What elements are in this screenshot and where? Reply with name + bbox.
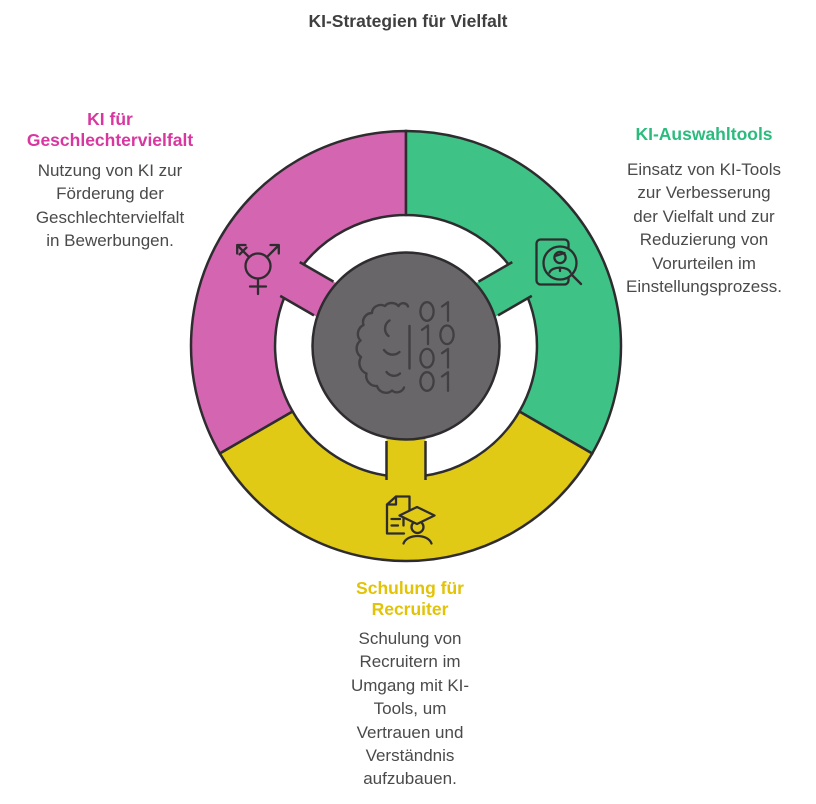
segment-heading-recruiter-training: Schulung für Recruiter: [356, 578, 464, 619]
transgender-icon: [236, 243, 280, 296]
center-hub: [311, 251, 501, 441]
segment-body-gender-diversity: Nutzung von KI zur Förderung der Geschle…: [35, 161, 185, 251]
segment-body-ai-selection-tools: Einsatz von KI-Tools zur Verbesserung de…: [626, 160, 782, 297]
page-title: KI-Strategien für Vielfalt: [308, 11, 508, 31]
segment-heading-gender-diversity: KI für Geschlechtervielfalt: [26, 109, 194, 150]
segment-gender-diversity: [189, 129, 408, 456]
label-block-recruiter-training: Schulung für Recruiter Schulung von Recr…: [306, 578, 514, 791]
segment-heading-ai-selection-tools: KI-Auswahltools: [635, 124, 773, 144]
candidate-search-icon: [535, 238, 583, 286]
label-block-gender-diversity: KI für Geschlechtervielfalt Nutzung von …: [4, 109, 216, 253]
segment-recruiter-training: [218, 409, 594, 563]
ai-brain-icon: [355, 301, 455, 394]
segment-body-recruiter-training: Schulung von Recruitern im Umgang mit KI…: [350, 629, 470, 789]
training-icon: [385, 495, 436, 545]
label-block-ai-selection-tools: KI-Auswahltools Einsatz von KI-Tools zur…: [600, 124, 808, 298]
segment-connectors: [275, 259, 537, 486]
binary-digits: [419, 301, 455, 392]
segment-ai-selection-tools: [404, 129, 623, 456]
